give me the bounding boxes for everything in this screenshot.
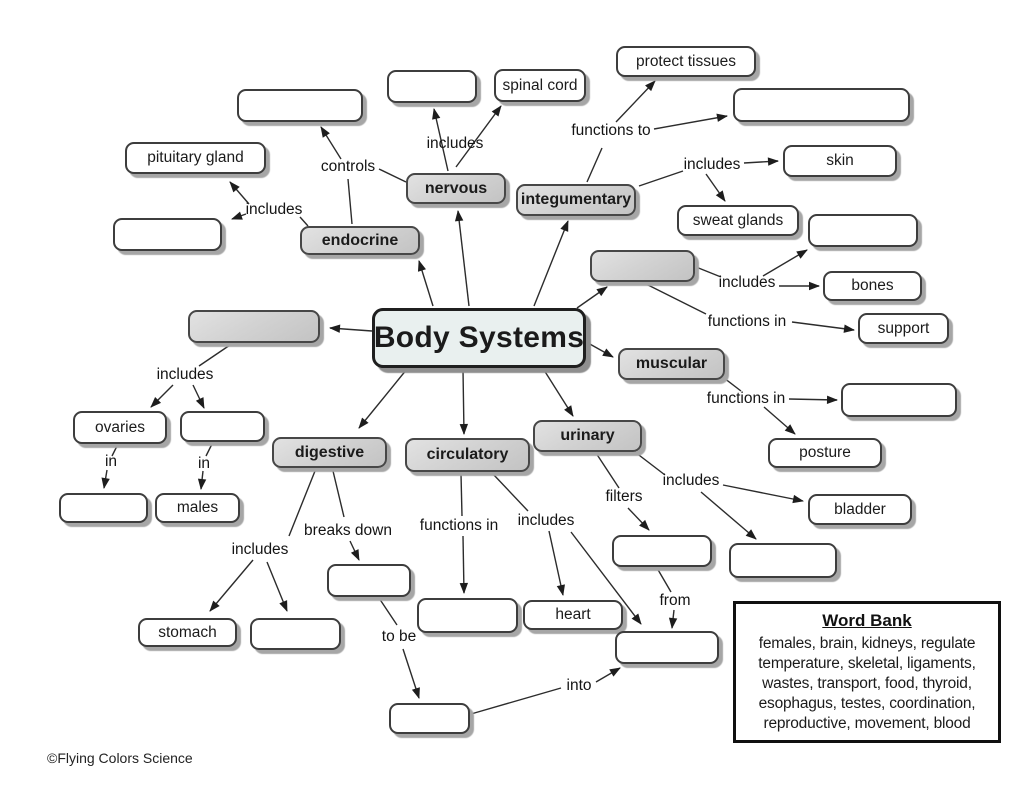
blank-node-reproductive-includes[interactable] <box>180 411 265 442</box>
edge-label-includes-skeletal: includes <box>718 274 776 291</box>
blank-node-urinary-includes[interactable] <box>729 543 837 578</box>
blank-node-digestive-includes[interactable] <box>250 618 341 650</box>
blank-node-skeletal-system[interactable] <box>590 250 695 282</box>
node-bones: bones <box>823 271 922 301</box>
edge-label-includes-urinary: includes <box>662 472 720 489</box>
node-spinal-cord: spinal cord <box>494 69 586 102</box>
edge-label-includes-skin: includes <box>683 156 741 173</box>
blank-node-circulatory-functions[interactable] <box>417 598 518 633</box>
blank-node-nervous-includes[interactable] <box>387 70 477 103</box>
node-sweat-glands: sweat glands <box>677 205 799 236</box>
edge-label-in-females: in <box>104 453 118 470</box>
blank-node-endocrine-includes[interactable] <box>113 218 222 251</box>
node-nervous: nervous <box>406 173 506 204</box>
node-integumentary: integumentary <box>516 184 636 216</box>
blank-node-muscular-functions[interactable] <box>841 383 957 417</box>
edge-label-includes-circulatory: includes <box>517 512 575 529</box>
node-circulatory: circulatory <box>405 438 530 472</box>
blank-node-breaks-down-target[interactable] <box>327 564 411 597</box>
blank-node-functions-to-target[interactable] <box>733 88 910 122</box>
node-digestive: digestive <box>272 437 387 468</box>
blank-node-reproductive-system[interactable] <box>188 310 320 343</box>
node-stomach: stomach <box>138 618 237 647</box>
edge-label-breaks-down: breaks down <box>304 522 392 539</box>
word-bank-line: esophagus, testes, coordination, <box>758 694 976 712</box>
node-bladder: bladder <box>808 494 912 525</box>
edge-label-functions-to: functions to <box>571 122 651 139</box>
node-protect-tissues: protect tissues <box>616 46 756 77</box>
node-posture: posture <box>768 438 882 468</box>
node-males: males <box>155 493 240 523</box>
node-support: support <box>858 313 949 344</box>
node-endocrine: endocrine <box>300 226 420 255</box>
blank-node-in-females[interactable] <box>59 493 148 523</box>
word-bank-title: Word Bank <box>822 610 912 630</box>
node-urinary: urinary <box>533 420 642 452</box>
edge-label-controls: controls <box>320 158 376 175</box>
word-bank: Word Bank females, brain, kidneys, regul… <box>733 601 1001 743</box>
word-bank-line: reproductive, movement, blood <box>763 714 971 732</box>
edge-label-in-males: in <box>197 455 211 472</box>
node-heart: heart <box>523 600 623 630</box>
word-bank-line: temperature, skeletal, ligaments, <box>758 654 976 672</box>
word-bank-line: wastes, transport, food, thyroid, <box>762 674 972 692</box>
blank-node-filters-target[interactable] <box>612 535 712 567</box>
edge-label-from: from <box>659 592 691 609</box>
blank-node-blood[interactable] <box>615 631 719 664</box>
word-bank-line: females, brain, kidneys, regulate <box>758 634 976 652</box>
edge-label-filters: filters <box>605 488 643 505</box>
node-muscular: muscular <box>618 348 725 380</box>
blank-node-controls-target[interactable] <box>237 89 363 122</box>
blank-node-skeletal-includes[interactable] <box>808 214 918 247</box>
edge-label-to-be: to be <box>381 628 417 645</box>
node-ovaries: ovaries <box>73 411 167 444</box>
edge-label-includes-digestive: includes <box>231 541 289 558</box>
blank-node-to-be-target[interactable] <box>389 703 470 734</box>
edge-label-functions-in-skeletal: functions in <box>707 313 787 330</box>
node-skin: skin <box>783 145 897 177</box>
edge-label-includes-reproductive: includes <box>156 366 214 383</box>
edge-label-functions-in-muscular: functions in <box>706 390 786 407</box>
node-body-systems: Body Systems <box>372 308 586 368</box>
copyright-text: ©Flying Colors Science <box>47 750 193 766</box>
edge-label-into: into <box>566 677 592 694</box>
node-pituitary-gland: pituitary gland <box>125 142 266 174</box>
edge-label-includes-endocrine: includes <box>245 201 303 218</box>
edge-label-includes-nervous: includes <box>426 135 484 152</box>
edge-label-functions-in-circulatory: functions in <box>419 517 499 534</box>
